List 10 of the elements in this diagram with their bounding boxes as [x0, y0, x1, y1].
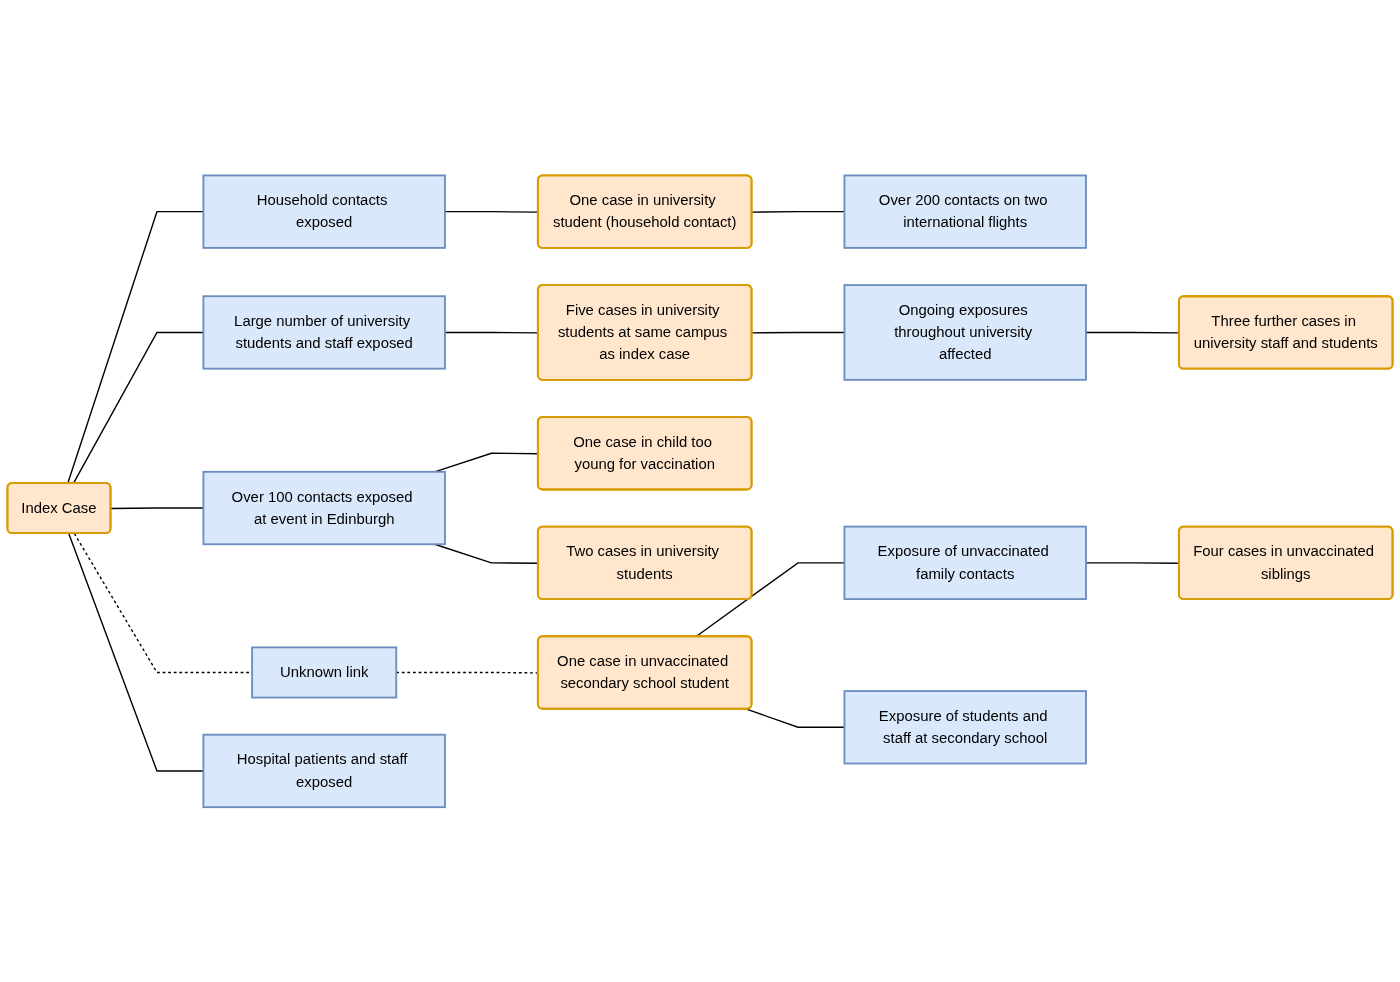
node-box: Hospital patients and staff exposed — [202, 733, 446, 808]
node-box: Unknown link — [251, 646, 398, 699]
node-box: Ongoing exposures throughout university affected — [843, 283, 1087, 381]
node-box: Over 100 contacts exposed at event in Edinburgh — [202, 470, 446, 545]
node-box: Large number of university students and staff exposed — [202, 294, 446, 370]
node-box: Exposure of students and staff at secondary school — [843, 689, 1087, 765]
node-box: Over 200 contacts on two international flights — [843, 174, 1087, 249]
node-box: Exposure of unvaccinated family contacts — [843, 525, 1087, 600]
node-box: Household contacts exposed — [202, 174, 446, 249]
connector — [395, 671, 539, 674]
